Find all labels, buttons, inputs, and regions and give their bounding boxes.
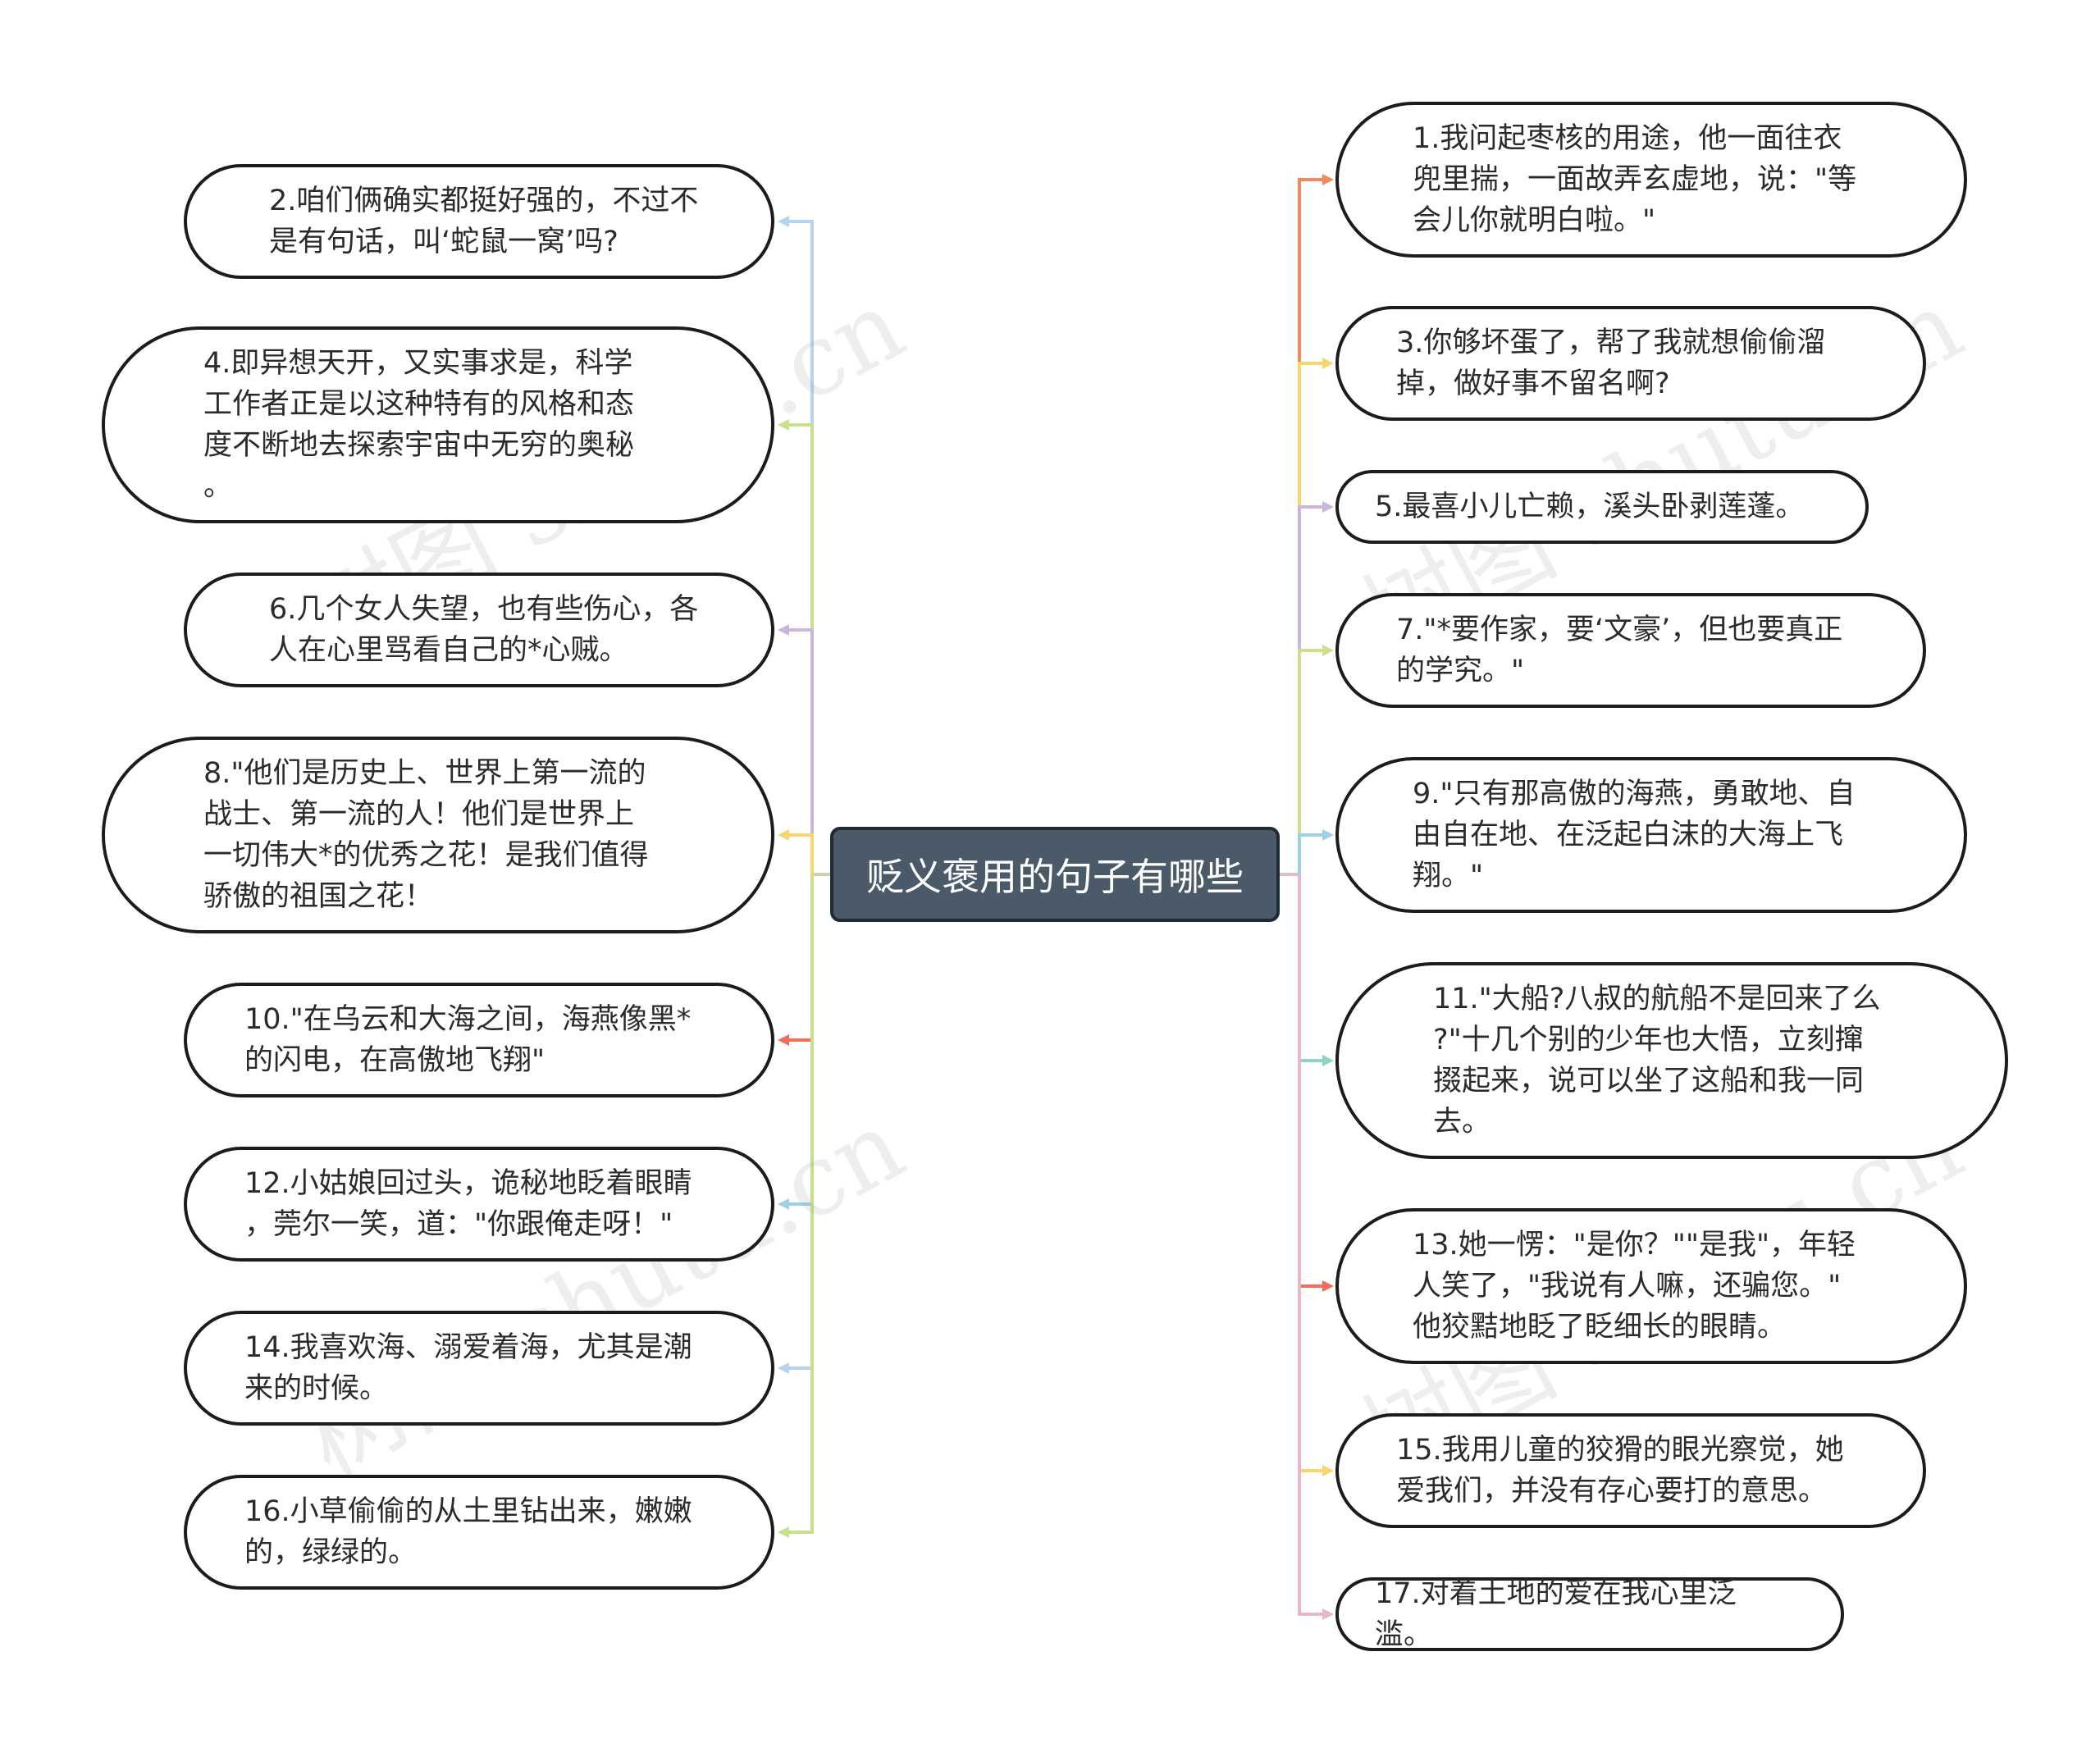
- node-text: 12.小姑娘回过头，诡秘地眨着眼睛 ，莞尔一笑，道："你跟俺走呀！": [244, 1167, 692, 1241]
- left-connector-3: [781, 833, 814, 874]
- node-text: 7."*要作家，要‘文豪’，但也要真正 的学究。": [1396, 614, 1843, 687]
- root-topic-label: 贬义褒用的句子有哪些: [866, 855, 1244, 899]
- right-node-7[interactable]: 7."*要作家，要‘文豪’，但也要真正 的学究。": [1335, 593, 1926, 708]
- right-node-17[interactable]: 17.对着土地的爱在我心里泛滥。: [1335, 1577, 1844, 1651]
- left-node-6[interactable]: 6.几个女人失望，也有些伤心，各 人在心里骂看自己的*心贼。: [184, 573, 774, 687]
- right-arrow-1: [1322, 358, 1334, 369]
- left-node-16[interactable]: 16.小草偷偷的从土里钻出来，嫩嫩 的，绿绿的。: [184, 1475, 774, 1590]
- node-text: 1.我问起枣核的用途，他一面往衣 兜里揣，一面故弄玄虚地，说："等 会儿你就明白…: [1413, 122, 1857, 237]
- right-arrow-2: [1322, 501, 1334, 513]
- right-connector-0: [1298, 178, 1329, 874]
- right-connector-4: [1298, 833, 1329, 874]
- node-text: 14.我喜欢海、溺爱着海，尤其是潮 来的时候。: [244, 1331, 692, 1405]
- left-connector-7: [781, 874, 814, 1534]
- right-connector-8: [1298, 874, 1329, 1616]
- right-connector-2: [1298, 505, 1329, 874]
- left-arrow-2: [778, 624, 789, 636]
- node-text: 4.即异想天开，又实事求是，科学 工作者正是以这种特有的风格和态 度不断地去探索…: [203, 347, 635, 503]
- left-connector-6: [781, 874, 814, 1370]
- left-connector-2: [781, 628, 814, 874]
- left-node-8[interactable]: 8."他们是历史上、世界上第一流的 战士、第一流的人！他们是世界上 一切伟大*的…: [102, 737, 774, 933]
- left-node-4[interactable]: 4.即异想天开，又实事求是，科学 工作者正是以这种特有的风格和态 度不断地去探索…: [102, 326, 774, 523]
- node-text: 5.最喜小儿亡赖，溪头卧剥莲蓬。: [1375, 491, 1805, 523]
- right-arrow-8: [1322, 1608, 1334, 1620]
- left-node-10[interactable]: 10."在乌云和大海之间，海燕像黑* 的闪电，在高傲地飞翔": [184, 983, 774, 1097]
- left-node-12[interactable]: 12.小姑娘回过头，诡秘地眨着眼睛 ，莞尔一笑，道："你跟俺走呀！": [184, 1147, 774, 1262]
- node-text: 8."他们是历史上、世界上第一流的 战士、第一流的人！他们是世界上 一切伟大*的…: [203, 757, 649, 913]
- right-node-15[interactable]: 15.我用儿童的狡猾的眼光察觉，她 爱我们，并没有存心要打的意思。: [1335, 1413, 1926, 1528]
- node-text: 10."在乌云和大海之间，海燕像黑* 的闪电，在高傲地飞翔": [244, 1003, 692, 1077]
- node-text: 9."只有那高傲的海燕，勇敢地、自 由自在地、在泛起白沫的大海上飞 翔。": [1413, 778, 1856, 892]
- left-arrow-5: [778, 1198, 789, 1210]
- left-connector-0: [781, 220, 814, 874]
- right-node-5[interactable]: 5.最喜小儿亡赖，溪头卧剥莲蓬。: [1335, 470, 1869, 544]
- left-arrow-3: [778, 829, 789, 841]
- left-connector-1: [781, 423, 814, 874]
- left-connector-4: [781, 874, 814, 1042]
- right-arrow-3: [1322, 645, 1334, 656]
- right-arrow-4: [1322, 829, 1334, 841]
- right-connector-1: [1298, 362, 1329, 874]
- right-arrow-7: [1322, 1465, 1334, 1476]
- node-text: 13.她一愣："是你？""是我"，年轻 人笑了，"我说有人嘛，还骗您。" 他狡黠…: [1413, 1229, 1856, 1344]
- node-text: 17.对着土地的爱在我心里泛滥。: [1375, 1577, 1737, 1651]
- right-node-9[interactable]: 9."只有那高傲的海燕，勇敢地、自 由自在地、在泛起白沫的大海上飞 翔。": [1335, 757, 1967, 913]
- node-text: 11."大船?八叔的航船不是回来了么 ?"十几个别的少年也大悟，立刻撺 掇起来，…: [1433, 983, 1881, 1138]
- left-arrow-0: [778, 216, 789, 227]
- left-node-2[interactable]: 2.咱们俩确实都挺好强的，不过不 是有句话，叫‘蛇鼠一窝’吗?: [184, 164, 774, 279]
- root-topic[interactable]: 贬义褒用的句子有哪些: [830, 827, 1280, 922]
- node-text: 16.小草偷偷的从土里钻出来，嫩嫩 的，绿绿的。: [244, 1495, 692, 1569]
- node-text: 2.咱们俩确实都挺好强的，不过不 是有句话，叫‘蛇鼠一窝’吗?: [269, 185, 699, 258]
- left-arrow-1: [778, 419, 789, 431]
- node-text: 3.你够坏蛋了，帮了我就想偷偷溜 掉，做好事不留名啊?: [1396, 326, 1826, 400]
- left-arrow-6: [778, 1362, 789, 1374]
- node-text: 15.我用儿童的狡猾的眼光察觉，她 爱我们，并没有存心要打的意思。: [1396, 1434, 1844, 1508]
- left-arrow-4: [778, 1034, 789, 1046]
- right-node-13[interactable]: 13.她一愣："是你？""是我"，年轻 人笑了，"我说有人嘛，还骗您。" 他狡黠…: [1335, 1208, 1967, 1364]
- right-node-11[interactable]: 11."大船?八叔的航船不是回来了么 ?"十几个别的少年也大悟，立刻撺 掇起来，…: [1335, 962, 2008, 1159]
- right-arrow-0: [1322, 174, 1334, 185]
- node-text: 6.几个女人失望，也有些伤心，各 人在心里骂看自己的*心贼。: [269, 593, 699, 667]
- left-arrow-7: [778, 1526, 789, 1538]
- right-connector-5: [1298, 874, 1329, 1062]
- right-arrow-6: [1322, 1280, 1334, 1292]
- right-connector-6: [1298, 874, 1329, 1288]
- right-node-1[interactable]: 1.我问起枣核的用途，他一面往衣 兜里揣，一面故弄玄虚地，说："等 会儿你就明白…: [1335, 102, 1967, 258]
- right-connector-7: [1298, 874, 1329, 1472]
- right-connector-3: [1298, 649, 1329, 874]
- right-arrow-5: [1322, 1055, 1334, 1066]
- left-node-14[interactable]: 14.我喜欢海、溺爱着海，尤其是潮 来的时候。: [184, 1311, 774, 1426]
- right-node-3[interactable]: 3.你够坏蛋了，帮了我就想偷偷溜 掉，做好事不留名啊?: [1335, 306, 1926, 421]
